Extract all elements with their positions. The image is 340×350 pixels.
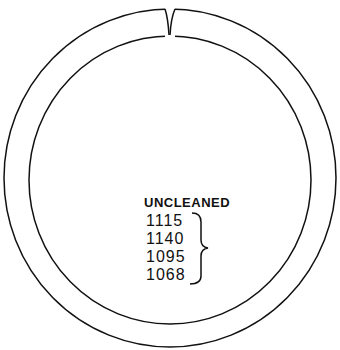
- measurement-value: 1068: [146, 267, 186, 283]
- measurement-value: 1115: [146, 213, 183, 229]
- crack-edge: [170, 9, 175, 35]
- ring-outer-edge: [4, 9, 336, 347]
- bracket: [190, 213, 208, 284]
- ring-inner-edge: [29, 36, 311, 324]
- measurement-value: 1140: [146, 231, 184, 247]
- condition-label: UNCLEANED: [144, 196, 230, 209]
- crack-edge: [165, 9, 169, 35]
- crack-gap: [165, 4, 175, 38]
- measurement-value: 1095: [146, 249, 186, 265]
